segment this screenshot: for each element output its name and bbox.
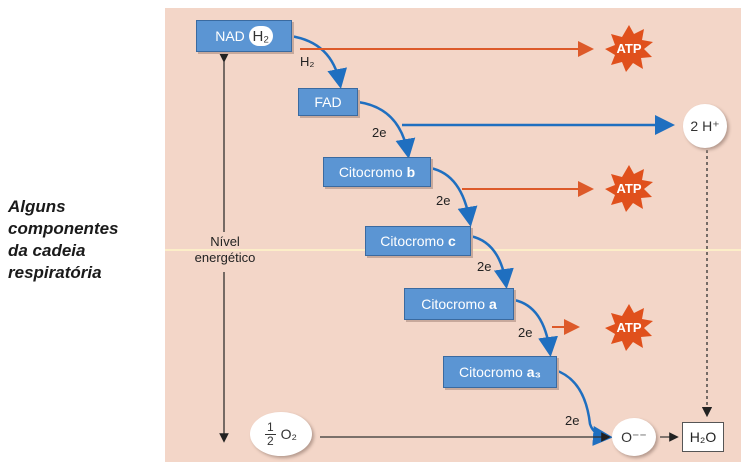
cytochrome-suffix: c [448, 233, 456, 249]
transfer-arrow [357, 100, 416, 159]
atp-2: ATP [602, 164, 656, 212]
fraction-denominator: 2 [264, 433, 276, 448]
cytochrome-label: Citocromo [421, 296, 485, 312]
energy-axis-label: Nível [200, 234, 250, 249]
atp-3: ATP [602, 303, 656, 351]
atp-burst-1 [605, 25, 653, 72]
nad-box: NAD H₂ [196, 20, 292, 52]
h2-pill: H₂ [248, 26, 273, 46]
transfer-arrow [554, 368, 613, 446]
transfer-arrow [429, 166, 478, 227]
proton-circle: 2 H⁺ [683, 104, 727, 148]
atp-label: ATP [616, 319, 642, 335]
electron-label: 2e [436, 193, 451, 208]
cytochrome-label: Citocromo [338, 164, 403, 180]
half-oxygen-circle: 1 2 O₂ [250, 412, 312, 456]
side-caption: Alguns componentes da cadeia respiratóri… [8, 196, 158, 284]
transfer-arrow [469, 234, 514, 289]
axis-label-line: energético [194, 250, 256, 265]
water-label: H₂O [689, 429, 717, 445]
cytochrome-suffix: a₃ [526, 364, 542, 380]
cytochrome-suffix: b [406, 164, 416, 180]
atp-burst-3 [605, 304, 653, 351]
nad-label: NAD [215, 28, 245, 44]
fad-label: FAD [314, 94, 342, 110]
fraction: 1 2 [264, 419, 276, 448]
transfer-arrow [289, 34, 348, 89]
atp-1: ATP [602, 24, 656, 72]
oxygen-symbol: O₂ [280, 426, 297, 442]
atp-burst-2 [605, 165, 653, 212]
electron-label: 2e [518, 325, 533, 340]
electron-label: 2e [372, 125, 387, 140]
fraction-numerator: 1 [266, 419, 274, 434]
caption-line: Alguns [8, 197, 66, 216]
electron-label: 2e [477, 259, 492, 274]
caption-line: da cadeia [8, 241, 86, 260]
atp-label: ATP [616, 40, 642, 56]
cytochrome-suffix: a [489, 296, 497, 312]
axis-label-line: Nível [210, 234, 240, 249]
energy-axis-label-2: energético [180, 250, 270, 265]
oxide-label: O⁻⁻ [621, 428, 647, 445]
cytochrome-label: Citocromo [380, 233, 444, 249]
caption-line: componentes [8, 219, 119, 238]
atp-label: ATP [616, 180, 642, 196]
transfer-arrow [513, 298, 558, 357]
cytochrome-label: Citocromo [458, 364, 523, 380]
caption-line: respiratória [8, 263, 102, 282]
electron-label: 2e [565, 413, 580, 428]
h2-transfer-label: H₂ [300, 54, 315, 69]
fad-box: FAD [298, 88, 358, 116]
proton-label: 2 H⁺ [690, 117, 720, 134]
oxide-circle: O⁻⁻ [612, 418, 656, 456]
water-box: H₂O [682, 422, 724, 452]
